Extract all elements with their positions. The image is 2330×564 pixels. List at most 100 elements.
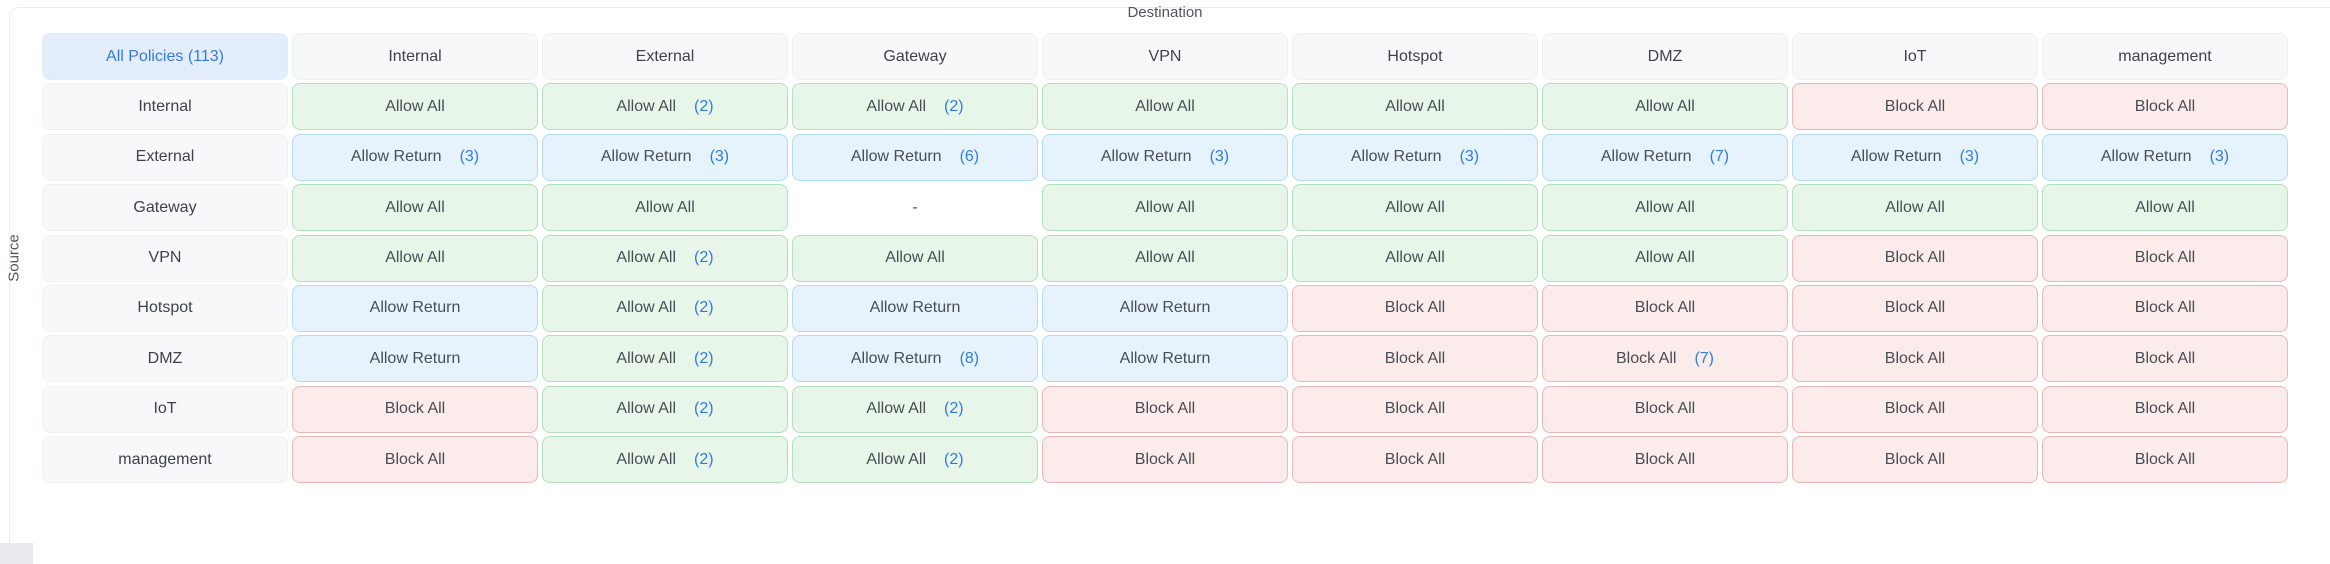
policy-cell-dmz-to-dmz[interactable]: Block All(7) <box>1542 335 1788 383</box>
policy-cell-gateway-to-hotspot[interactable]: Allow All <box>1292 184 1538 232</box>
policy-cell-internal-to-gateway[interactable]: Allow All(2) <box>792 83 1038 131</box>
policy-cell-internal-to-internal[interactable]: Allow All <box>292 83 538 131</box>
policy-label: Block All <box>1884 299 1946 317</box>
policy-label: Block All <box>1134 450 1196 468</box>
policy-cell-management-to-external[interactable]: Allow All(2) <box>542 436 788 484</box>
policy-cell-external-to-external[interactable]: Allow Return(3) <box>542 133 788 181</box>
policy-cell-iot-to-gateway[interactable]: Allow All(2) <box>792 385 1038 433</box>
policy-cell-vpn-to-vpn[interactable]: Allow All <box>1042 234 1288 282</box>
policy-label: Allow All <box>2135 198 2195 216</box>
policy-cell-management-to-iot[interactable]: Block All <box>1792 436 2038 484</box>
policy-count: (2) <box>694 299 714 317</box>
policy-cell-external-to-gateway[interactable]: Allow Return(6) <box>792 133 1038 181</box>
policy-cell-management-to-management[interactable]: Block All <box>2042 436 2288 484</box>
policy-label: Allow All <box>385 198 445 216</box>
policy-cell-hotspot-to-hotspot[interactable]: Block All <box>1292 284 1538 332</box>
column-header-hotspot: Hotspot <box>1292 33 1538 80</box>
policy-cell-gateway-to-iot[interactable]: Allow All <box>1792 184 2038 232</box>
policy-cell-management-to-dmz[interactable]: Block All <box>1542 436 1788 484</box>
policy-cell-vpn-to-iot[interactable]: Block All <box>1792 234 2038 282</box>
policy-cell-gateway-to-internal[interactable]: Allow All <box>292 184 538 232</box>
policy-cell-iot-to-dmz[interactable]: Block All <box>1542 385 1788 433</box>
policy-cell-management-to-internal[interactable]: Block All <box>292 436 538 484</box>
policy-cell-vpn-to-internal[interactable]: Allow All <box>292 234 538 282</box>
policy-label: Allow All <box>616 400 676 418</box>
policy-cell-vpn-to-dmz[interactable]: Allow All <box>1542 234 1788 282</box>
policy-cell-external-to-hotspot[interactable]: Allow Return(3) <box>1292 133 1538 181</box>
policy-cell-dmz-to-external[interactable]: Allow All(2) <box>542 335 788 383</box>
policy-count: (3) <box>459 148 480 166</box>
policy-cell-vpn-to-external[interactable]: Allow All(2) <box>542 234 788 282</box>
policy-cell-gateway-to-vpn[interactable]: Allow All <box>1042 184 1288 232</box>
policy-cell-vpn-to-gateway[interactable]: Allow All <box>792 234 1038 282</box>
policy-label: Block All <box>2134 97 2196 115</box>
policy-cell-hotspot-to-vpn[interactable]: Allow Return <box>1042 284 1288 332</box>
policy-cell-external-to-internal[interactable]: Allow Return(3) <box>292 133 538 181</box>
policy-label: Allow All <box>1635 97 1695 115</box>
policy-cell-internal-to-hotspot[interactable]: Allow All <box>1292 83 1538 131</box>
policy-cell-vpn-to-hotspot[interactable]: Allow All <box>1292 234 1538 282</box>
row-header-internal: Internal <box>42 83 288 131</box>
policy-label: Allow All <box>616 97 676 115</box>
policy-label: Allow Return <box>1350 148 1442 166</box>
policy-cell-dmz-to-iot[interactable]: Block All <box>1792 335 2038 383</box>
policy-count: (2) <box>944 97 964 115</box>
policy-count: (2) <box>694 400 714 418</box>
policy-label: Block All <box>2134 299 2196 317</box>
policy-cell-dmz-to-management[interactable]: Block All <box>2042 335 2288 383</box>
policy-label: Block All <box>1884 400 1946 418</box>
policy-cell-gateway-to-external[interactable]: Allow All <box>542 184 788 232</box>
policy-count: (3) <box>1959 148 1980 166</box>
policy-cell-iot-to-vpn[interactable]: Block All <box>1042 385 1288 433</box>
policy-cell-internal-to-management[interactable]: Block All <box>2042 83 2288 131</box>
policy-label: Allow All <box>616 249 676 267</box>
policy-cell-external-to-management[interactable]: Allow Return (3) <box>2042 133 2288 181</box>
policy-cell-gateway-to-management[interactable]: Allow All <box>2042 184 2288 232</box>
policy-label: Block All <box>2134 450 2196 468</box>
page-corner-background <box>0 543 33 564</box>
policy-cell-iot-to-hotspot[interactable]: Block All <box>1292 385 1538 433</box>
policy-cell-dmz-to-internal[interactable]: Allow Return <box>292 335 538 383</box>
policy-cell-external-to-dmz[interactable]: Allow Return(7) <box>1542 133 1788 181</box>
policy-cell-gateway-to-gateway: - <box>792 184 1038 232</box>
policy-cell-external-to-iot[interactable]: Allow Return(3) <box>1792 133 2038 181</box>
policy-cell-internal-to-iot[interactable]: Block All <box>1792 83 2038 131</box>
row-header-hotspot: Hotspot <box>42 284 288 332</box>
policy-label: Allow All <box>616 299 676 317</box>
policy-count: (3) <box>709 148 730 166</box>
policy-cell-dmz-to-hotspot[interactable]: Block All <box>1292 335 1538 383</box>
column-header-external: External <box>542 33 788 80</box>
policy-cell-hotspot-to-management[interactable]: Block All <box>2042 284 2288 332</box>
policy-cell-dmz-to-gateway[interactable]: Allow Return(8) <box>792 335 1038 383</box>
policy-count: (3) <box>2209 148 2230 166</box>
policy-cell-vpn-to-management[interactable]: Block All <box>2042 234 2288 282</box>
source-axis-label: Source <box>5 234 23 282</box>
policy-cell-hotspot-to-external[interactable]: Allow All (2) <box>542 284 788 332</box>
policy-cell-management-to-gateway[interactable]: Allow All(2) <box>792 436 1038 484</box>
policy-cell-iot-to-internal[interactable]: Block All <box>292 385 538 433</box>
policy-cell-hotspot-to-internal[interactable]: Allow Return <box>292 284 538 332</box>
policy-cell-iot-to-external[interactable]: Allow All (2) <box>542 385 788 433</box>
policy-cell-gateway-to-dmz[interactable]: Allow All <box>1542 184 1788 232</box>
destination-axis-label: Destination <box>1127 4 1203 21</box>
policy-label: Allow Return <box>2100 148 2192 166</box>
policy-label: Allow All <box>1135 198 1195 216</box>
row-header-external: External <box>42 133 288 181</box>
policy-cell-external-to-vpn[interactable]: Allow Return(3) <box>1042 133 1288 181</box>
policy-label: Block All <box>1384 349 1446 367</box>
policy-cell-internal-to-vpn[interactable]: Allow All <box>1042 83 1288 131</box>
policy-cell-hotspot-to-dmz[interactable]: Block All <box>1542 284 1788 332</box>
policy-cell-internal-to-external[interactable]: Allow All(2) <box>542 83 788 131</box>
policy-cell-hotspot-to-iot[interactable]: Block All <box>1792 284 2038 332</box>
policy-cell-hotspot-to-gateway[interactable]: Allow Return <box>792 284 1038 332</box>
policy-cell-iot-to-iot[interactable]: Block All <box>1792 385 2038 433</box>
policy-count: (2) <box>694 450 714 468</box>
policy-cell-management-to-hotspot[interactable]: Block All <box>1292 436 1538 484</box>
policy-cell-management-to-vpn[interactable]: Block All <box>1042 436 1288 484</box>
policy-cell-internal-to-dmz[interactable]: Allow All <box>1542 83 1788 131</box>
policy-label: Allow Return <box>369 299 461 317</box>
policy-cell-iot-to-management[interactable]: Block All <box>2042 385 2288 433</box>
all-policies-button[interactable]: All Policies (113) <box>42 33 288 80</box>
policy-cell-dmz-to-vpn[interactable]: Allow Return <box>1042 335 1288 383</box>
